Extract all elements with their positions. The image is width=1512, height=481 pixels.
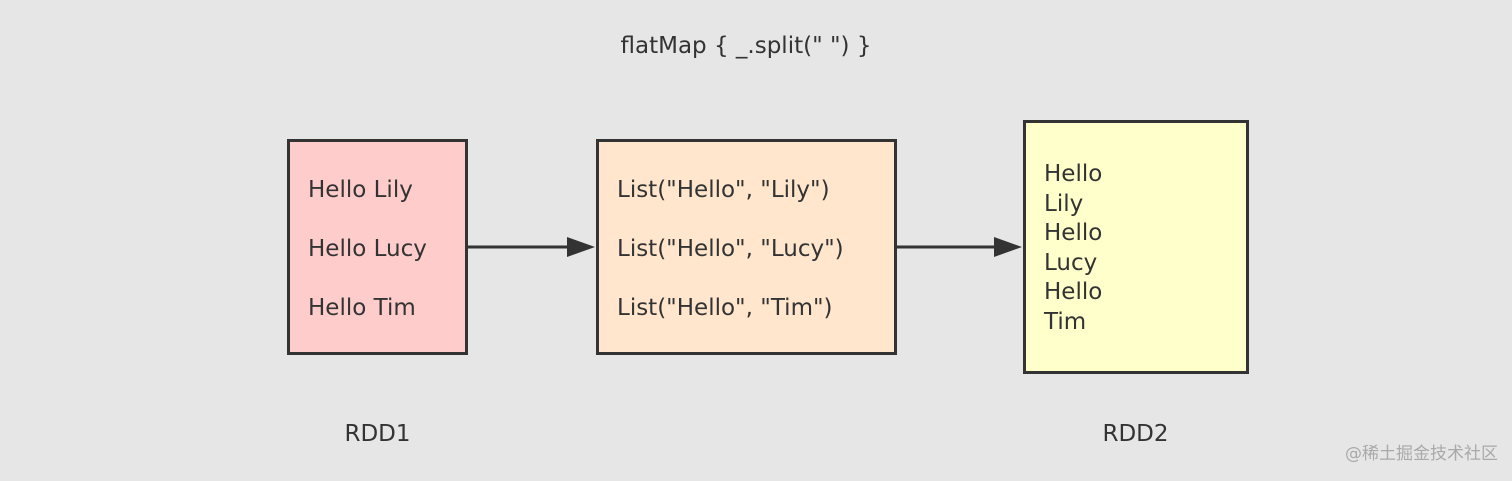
rdd2-word: Hello <box>1044 161 1103 187</box>
intermediate-line: List("Hello", "Lucy") <box>617 236 844 262</box>
diagram-title: flatMap { _.split(" ") } <box>620 33 872 59</box>
watermark: @稀土掘金技术社区 <box>1345 444 1498 464</box>
rdd2-word: Hello <box>1044 279 1103 306</box>
rdd2-word: Lucy <box>1044 249 1098 276</box>
intermediate-line: List("Hello", "Lily") <box>617 177 830 203</box>
rdd2-word: Hello <box>1044 220 1103 247</box>
rdd1-box: Hello Lily Hello Lucy Hello Tim <box>287 139 468 355</box>
rdd1-line: Hello Tim <box>308 295 416 321</box>
intermediate-line: List("Hello", "Tim") <box>617 295 833 321</box>
arrow-rdd1-to-intermediate <box>468 237 595 257</box>
intermediate-box: List("Hello", "Lily") List("Hello", "Luc… <box>596 139 897 355</box>
rdd1-caption: RDD1 <box>344 421 411 447</box>
rdd2-word: Lily <box>1044 190 1084 217</box>
rdd1-line: Hello Lucy <box>308 236 427 262</box>
rdd2-word: Tim <box>1044 308 1087 335</box>
arrow-intermediate-to-rdd2 <box>897 237 1022 257</box>
rdd1-line: Hello Lily <box>308 177 413 203</box>
rdd2-word-list: Hello Lily Hello Lucy Hello Tim <box>1044 160 1102 338</box>
rdd2-caption: RDD2 <box>1102 421 1169 447</box>
rdd2-box: Hello Lily Hello Lucy Hello Tim <box>1023 120 1249 374</box>
